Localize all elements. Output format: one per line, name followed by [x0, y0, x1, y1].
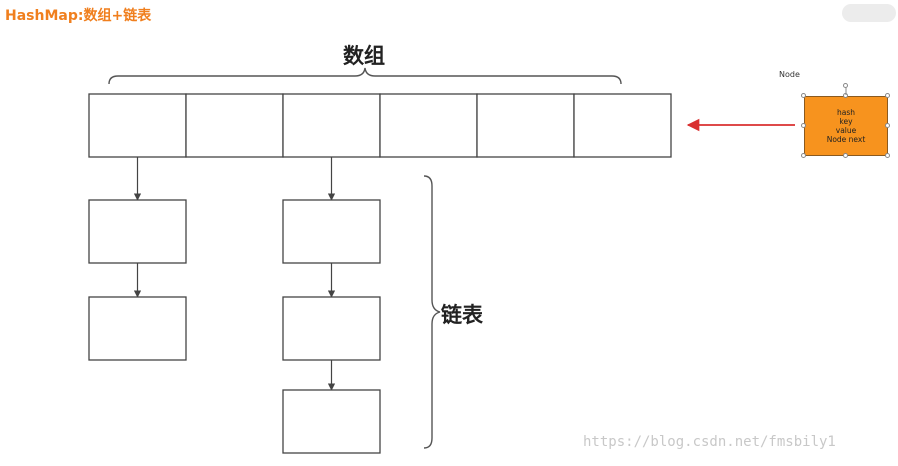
resize-handle-tr[interactable]: [885, 93, 890, 98]
array-slot: [88, 93, 187, 158]
linked-list-label: 链表: [441, 303, 483, 327]
list-node: [282, 389, 381, 454]
linked-list-chains: [88, 157, 381, 454]
array-slot: [573, 93, 672, 158]
node-field-hash: hash: [836, 108, 855, 117]
array-slots: [88, 93, 672, 158]
node-field-key: key: [839, 117, 853, 126]
node-field-next: Node next: [826, 135, 866, 144]
array-slot: [379, 93, 478, 158]
resize-handle-tl[interactable]: [801, 93, 806, 98]
rotate-handle-stem: [845, 87, 847, 95]
list-node: [282, 296, 381, 361]
array-slot: [185, 93, 284, 158]
list-node: [88, 199, 187, 264]
list-node: [282, 199, 381, 264]
node-caption: Node: [779, 70, 800, 79]
array-brace: [108, 67, 622, 85]
node-field-value: value: [835, 126, 857, 135]
watermark: https://blog.csdn.net/fmsbily1: [583, 434, 836, 450]
node-box[interactable]: hash key value Node next: [804, 96, 888, 156]
list-node: [88, 296, 187, 361]
array-slot: [476, 93, 575, 158]
resize-handle-mr[interactable]: [885, 123, 890, 128]
diagram-title: HashMap:数组+链表: [5, 8, 152, 24]
array-slot: [282, 93, 381, 158]
resize-handle-br[interactable]: [885, 153, 890, 158]
corner-decoration: [842, 4, 896, 22]
linked-list-brace: [423, 175, 441, 449]
resize-handle-bc[interactable]: [843, 153, 848, 158]
array-label: 数组: [343, 44, 385, 68]
resize-handle-ml[interactable]: [801, 123, 806, 128]
resize-handle-bl[interactable]: [801, 153, 806, 158]
